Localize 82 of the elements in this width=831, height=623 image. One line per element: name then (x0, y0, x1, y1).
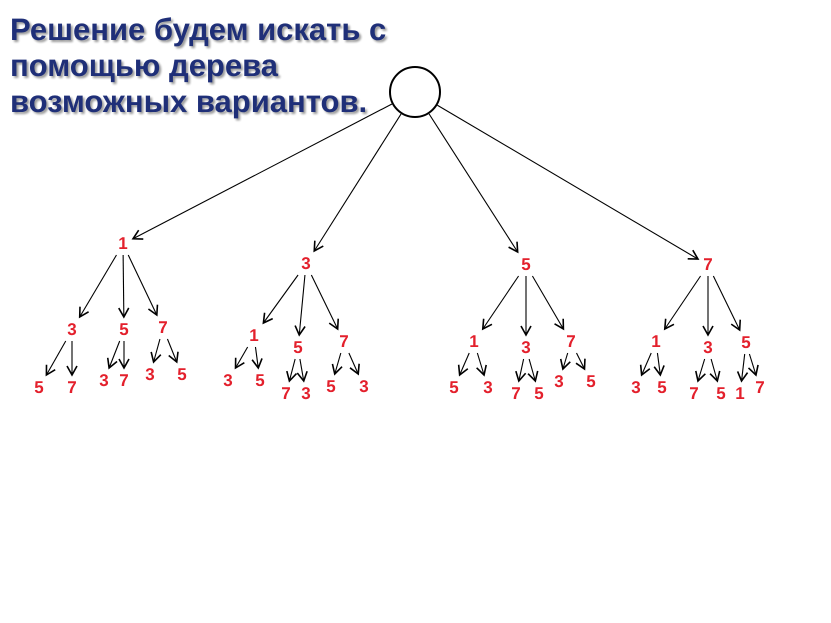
number-label: 5 (519, 255, 533, 275)
arrow (520, 276, 532, 336)
arrow (640, 352, 652, 376)
arrow (664, 276, 702, 330)
arrow (286, 358, 298, 382)
number-label: 5 (253, 371, 267, 391)
arrow (251, 346, 263, 369)
number-label: 5 (447, 378, 461, 398)
number-label: 7 (65, 378, 79, 398)
number-label: 3 (357, 377, 371, 397)
arrow (262, 274, 298, 324)
number-label: 5 (117, 320, 131, 340)
number-label: 5 (714, 384, 728, 404)
arrow (736, 354, 748, 382)
arrow (150, 338, 162, 363)
number-label: 7 (753, 378, 767, 398)
arrow (294, 274, 306, 336)
number-label: 3 (552, 372, 566, 392)
arrow (118, 341, 130, 369)
number-label: 5 (32, 378, 46, 398)
arrow (482, 276, 520, 330)
number-label: 5 (532, 384, 546, 404)
number-label: 5 (584, 372, 598, 392)
number-label: 7 (564, 332, 578, 352)
number-label: 7 (337, 332, 351, 352)
arrow (118, 255, 130, 318)
number-label: 3 (481, 378, 495, 398)
arrow (476, 352, 487, 376)
arrow (695, 358, 706, 382)
arrow (575, 352, 586, 370)
arrow (560, 352, 572, 370)
number-label: 3 (519, 338, 533, 358)
arrow (313, 114, 402, 252)
arrow (332, 352, 343, 375)
number-label: 1 (467, 332, 481, 352)
arrow (748, 354, 759, 376)
arrow (310, 274, 340, 330)
arrow (532, 276, 564, 330)
number-label: 3 (629, 378, 643, 398)
number-label: 3 (221, 371, 235, 391)
number-label: 1 (116, 234, 130, 254)
arrow (46, 340, 66, 376)
arrow (166, 338, 179, 363)
circle-node (389, 66, 441, 118)
number-label: 5 (324, 377, 338, 397)
number-label: 7 (156, 318, 170, 338)
arrow (653, 352, 665, 376)
number-label: 7 (701, 255, 715, 275)
number-label: 1 (247, 326, 261, 346)
number-label: 7 (687, 384, 701, 404)
arrow (234, 346, 248, 369)
number-label: 1 (733, 384, 747, 404)
number-label: 3 (299, 384, 313, 404)
arrow (515, 358, 526, 382)
number-label: 3 (701, 338, 715, 358)
number-label: 5 (739, 333, 753, 353)
number-label: 7 (117, 371, 131, 391)
title: Решение будем искать с помощью дерева возможных вариантов. (10, 12, 386, 119)
number-label: 3 (97, 371, 111, 391)
arrow (458, 352, 470, 376)
arrow (66, 341, 78, 376)
arrow (702, 276, 714, 336)
arrow (296, 358, 308, 382)
arrow (437, 104, 699, 260)
number-label: 3 (143, 365, 157, 385)
arrow (712, 276, 742, 331)
number-label: 5 (291, 338, 305, 358)
number-label: 5 (655, 378, 669, 398)
number-label: 3 (65, 320, 79, 340)
arrow (527, 358, 538, 382)
arrow (709, 358, 720, 382)
arrow (106, 340, 120, 369)
number-label: 7 (509, 384, 523, 404)
number-label: 1 (649, 332, 663, 352)
arrow (128, 254, 158, 316)
arrow (78, 254, 117, 318)
number-label: 7 (279, 384, 293, 404)
number-label: 3 (299, 254, 313, 274)
arrow (348, 352, 360, 375)
arrow (428, 114, 518, 253)
arrow (132, 104, 392, 240)
number-label: 5 (175, 365, 189, 385)
